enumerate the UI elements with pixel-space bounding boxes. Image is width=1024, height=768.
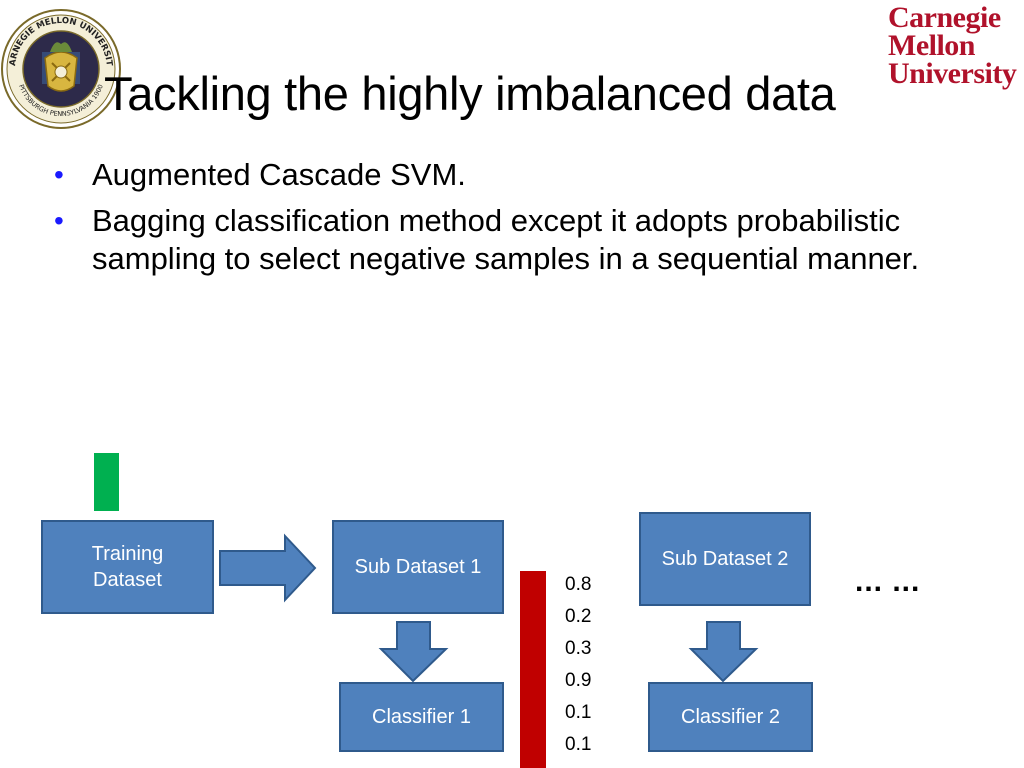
bullet-list: • Augmented Cascade SVM. • Bagging class… [54,156,934,286]
negative-samples-bar [520,571,546,768]
sub-dataset-2-box: Sub Dataset 2 [639,512,811,606]
classifier-1-label: Classifier 1 [372,706,471,728]
score-label: 0.3 [565,638,592,659]
training-dataset-label: Training Dataset [91,543,164,591]
wordmark-line-1: Carnegie [888,1,1001,34]
wordmark-line-3: University [888,57,1017,90]
score-label: 0.2 [565,606,592,627]
classifier-2-label: Classifier 2 [681,706,780,728]
classifier-1-box: Classifier 1 [339,682,504,752]
positive-samples-bar [94,453,119,511]
bullet-dot-icon: • [54,159,64,190]
slide-title: Tackling the highly imbalanced data [104,67,836,120]
bullet-item: • Augmented Cascade SVM. [54,156,934,194]
bullet-text: Bagging classification method except it … [92,203,920,276]
bullet-text: Augmented Cascade SVM. [92,157,466,192]
university-seal-logo: CARNEGIE MELLON UNIVERSITY PITTSBURGH PE… [0,8,121,129]
down-arrow-icon [378,621,449,683]
score-label: 0.1 [565,702,592,723]
cmu-wordmark-logo: Carnegie Mellon University [888,1,1020,90]
down-arrow-icon [688,621,759,683]
bullet-item: • Bagging classification method except i… [54,202,934,278]
training-dataset-box: Training Dataset [41,520,214,614]
wordmark-line-2: Mellon [888,29,976,62]
bullet-dot-icon: • [54,205,64,236]
sub-dataset-1-box: Sub Dataset 1 [332,520,504,614]
score-label: 0.8 [565,574,592,595]
score-label: 0.1 [565,734,592,755]
continuation-ellipsis: ... ... [855,565,921,598]
sub-dataset-1-label: Sub Dataset 1 [354,556,482,578]
classifier-2-box: Classifier 2 [648,682,813,752]
score-label: 0.9 [565,670,592,691]
sub-dataset-2-label: Sub Dataset 2 [661,548,789,570]
right-arrow-icon [219,533,317,603]
